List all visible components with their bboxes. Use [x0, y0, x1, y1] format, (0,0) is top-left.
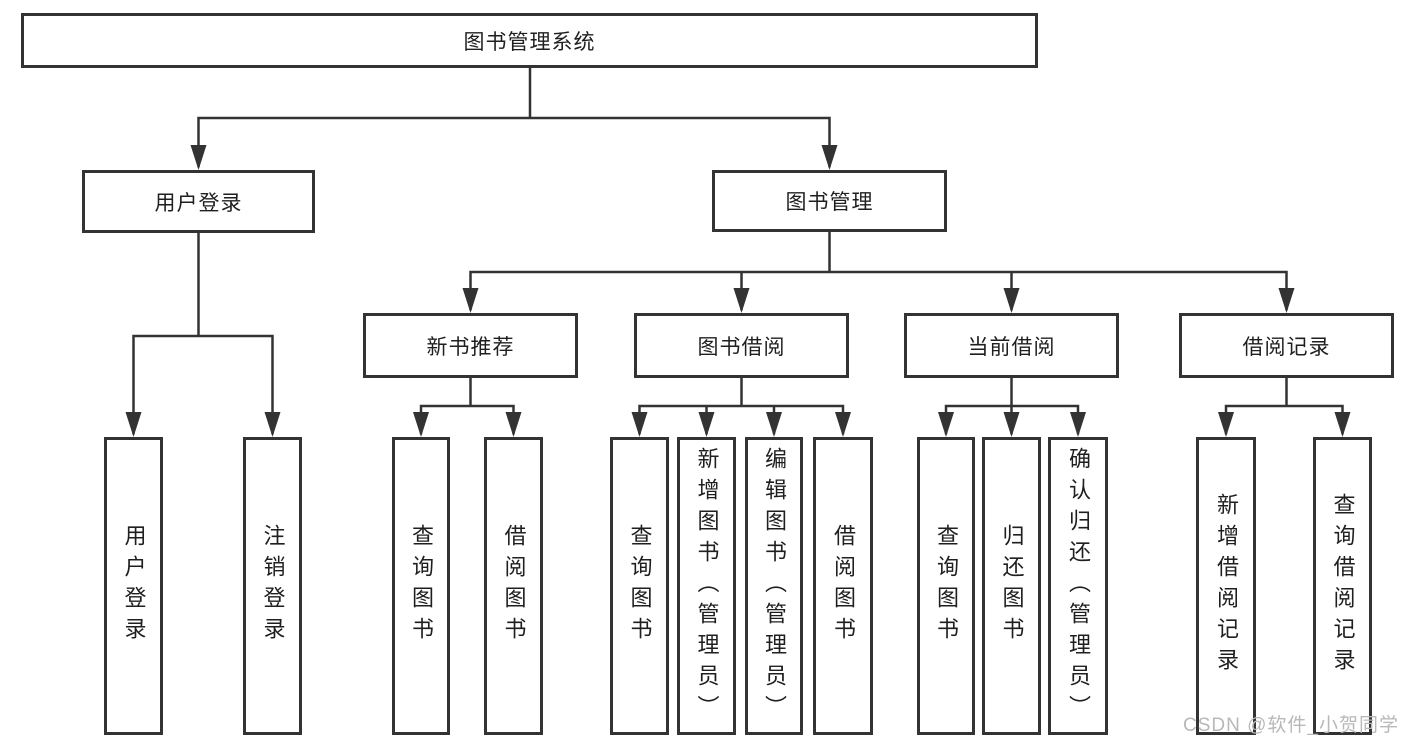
leaf-borrow-books-2: 借阅图书	[813, 437, 873, 735]
node-label: 查询图书	[627, 524, 653, 648]
leaf-add-borrow-record: 新增借阅记录	[1196, 437, 1256, 735]
leaf-borrow-books-1: 借阅图书	[484, 437, 543, 735]
node-label: 新增借阅记录	[1214, 493, 1239, 679]
node-label: 查询图书	[409, 524, 434, 648]
leaf-edit-book-admin: 编辑图书（管理员）	[745, 437, 803, 735]
node-book-borrowing: 图书借阅	[634, 313, 849, 378]
leaf-logout: 注销登录	[243, 437, 302, 735]
node-label: 新书推荐	[426, 335, 515, 359]
node-label: 新增图书（管理员）	[694, 446, 720, 726]
node-label: 借阅图书	[501, 524, 527, 648]
node-label: 当前借阅	[967, 335, 1056, 359]
leaf-add-book-admin: 新增图书（管理员）	[677, 437, 736, 735]
arrowheads	[125, 145, 1351, 437]
node-label: 注销登录	[260, 524, 286, 648]
leaf-user-login: 用户登录	[104, 437, 163, 735]
node-label: 查询图书	[934, 524, 959, 648]
node-root-system: 图书管理系统	[21, 13, 1038, 68]
leaf-query-books-3: 查询图书	[917, 437, 975, 735]
node-current-borrowing: 当前借阅	[904, 313, 1119, 378]
node-new-book-recommend: 新书推荐	[363, 313, 578, 378]
csdn-watermark: CSDN @软件_小贺同学	[1183, 715, 1399, 736]
node-book-management: 图书管理	[712, 170, 947, 232]
node-label: 借阅图书	[831, 524, 856, 648]
leaf-query-books-2: 查询图书	[610, 437, 669, 735]
leaf-confirm-return-admin: 确认归还（管理员）	[1048, 437, 1108, 735]
node-label: 用户登录	[121, 524, 147, 648]
leaf-query-borrow-record: 查询借阅记录	[1313, 437, 1372, 735]
leaf-query-books-1: 查询图书	[392, 437, 450, 735]
node-label: 图书管理系统	[463, 30, 596, 54]
node-label: 用户登录	[154, 191, 243, 215]
node-label: 归还图书	[999, 524, 1025, 648]
node-label: 借阅记录	[1242, 335, 1331, 359]
node-user-login: 用户登录	[82, 170, 315, 233]
leaf-return-book: 归还图书	[982, 437, 1041, 735]
node-label: 图书借阅	[697, 335, 786, 359]
node-label: 编辑图书（管理员）	[762, 446, 787, 726]
node-label: 图书管理	[785, 191, 874, 214]
node-label: 确认归还（管理员）	[1066, 446, 1091, 726]
node-label: 查询借阅记录	[1330, 493, 1356, 679]
node-borrowing-records: 借阅记录	[1179, 313, 1394, 378]
